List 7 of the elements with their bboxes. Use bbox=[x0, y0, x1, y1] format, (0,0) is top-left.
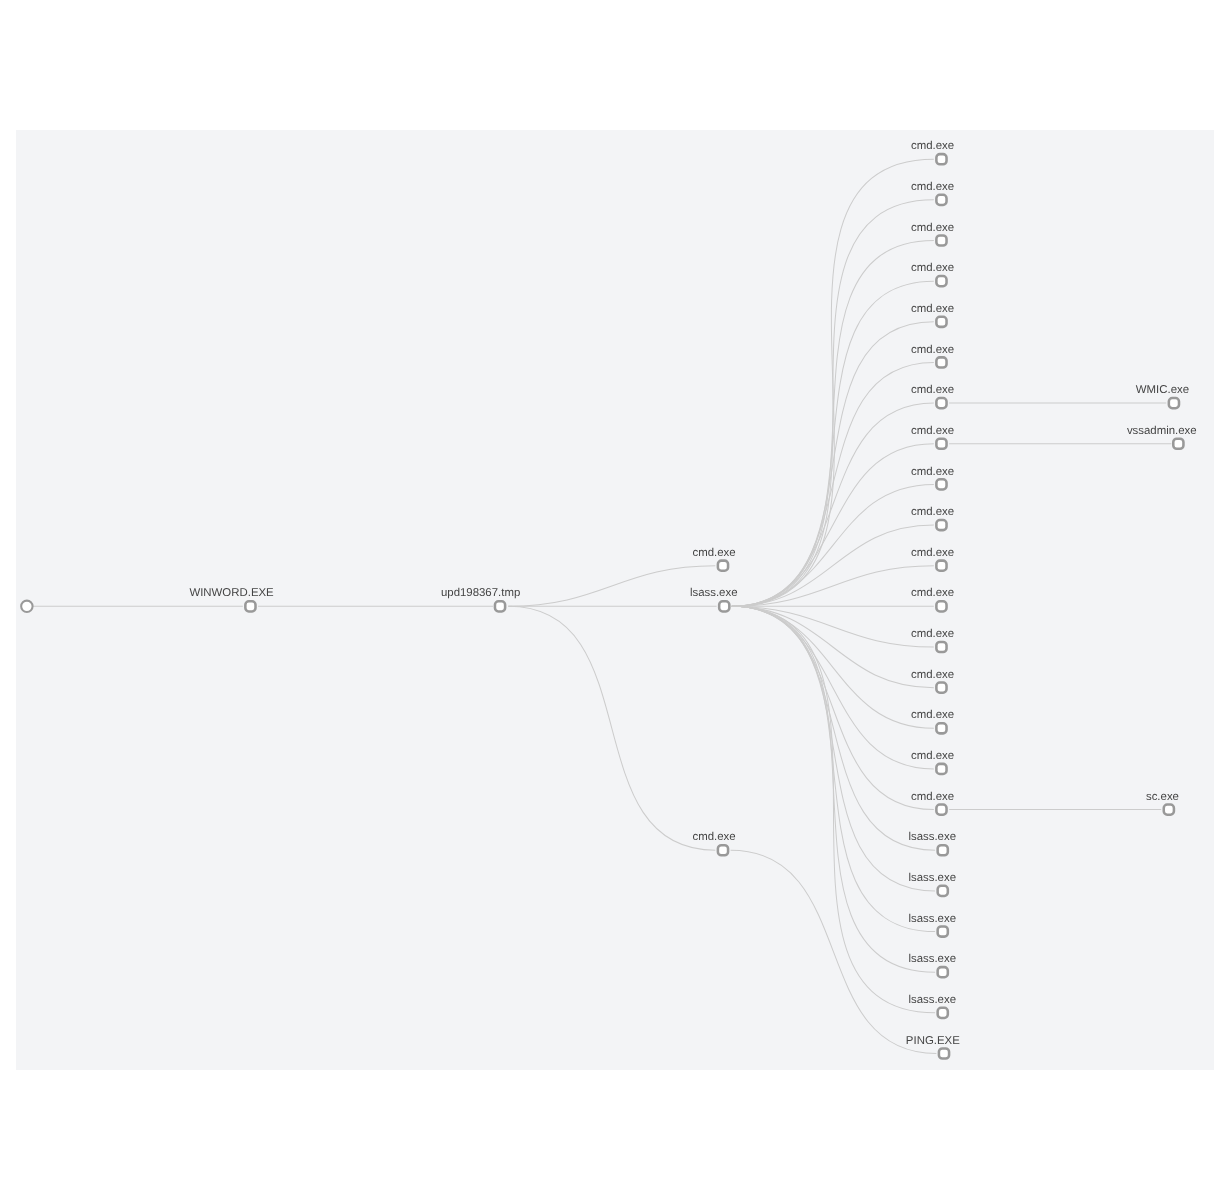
connector bbox=[731, 443, 935, 607]
node-circle bbox=[20, 599, 34, 614]
connector bbox=[731, 483, 935, 607]
connector bbox=[731, 402, 935, 607]
connector bbox=[507, 605, 716, 851]
connector bbox=[948, 809, 1162, 811]
connector bbox=[730, 849, 937, 1054]
